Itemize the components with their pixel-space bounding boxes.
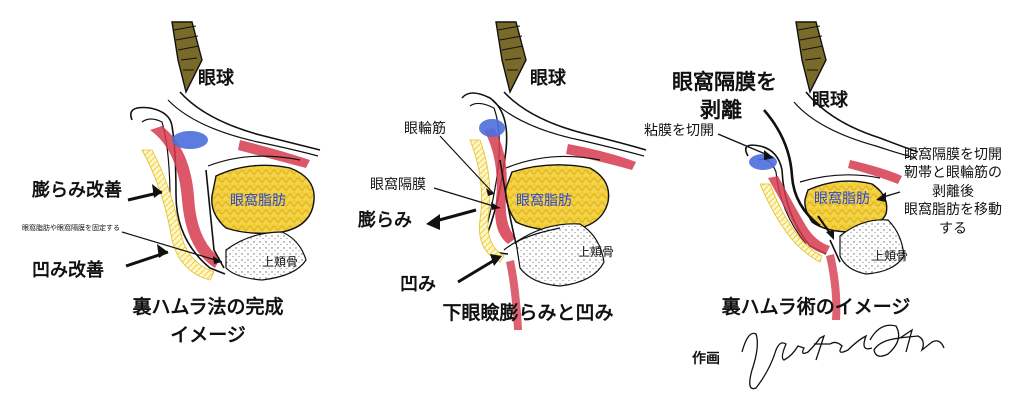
p2-caption: 下眼瞼膨らみと凹み [418, 300, 638, 328]
p2-orbicularis-label: 眼輪筋 [404, 121, 446, 137]
p1-hollow-improve-label: 凹み改善 [32, 260, 104, 281]
p3-bone-label: 上頬骨 [872, 249, 909, 263]
p1-fat-label: 眼窩脂肪 [230, 193, 286, 209]
p3-eyeball-label: 眼球 [812, 90, 848, 111]
p3-note-line-3: 剥離後 [932, 183, 974, 200]
p1-eyeball-label: 眼球 [198, 68, 234, 89]
p1-caption-line-1: 裏ハムラ法の完成 [132, 296, 284, 318]
p3-fat-label: 眼窩脂肪 [814, 191, 870, 207]
p1-caption-line-2: イメージ [170, 323, 246, 346]
p3-note-line-1: 眼窩隔膜を切開 [904, 147, 1002, 163]
artist-signature [741, 324, 945, 390]
p2-hollow-label: 凹み [400, 274, 436, 295]
panel-2-illustration [426, 21, 647, 330]
p3-septum-peel-label-2: 剥離 [700, 98, 742, 122]
p1-bone-label: 上頬骨 [262, 255, 299, 269]
panel-1-illustration [121, 21, 321, 281]
p3-septum-peel-label-1: 眼窩隔膜を [672, 70, 777, 94]
p2-septum-label: 眼窩隔膜 [370, 177, 426, 193]
p2-fat-label: 眼窩脂肪 [516, 193, 572, 209]
credit-label: 作画 [692, 351, 720, 367]
p2-eyeball-label: 眼球 [530, 68, 566, 89]
p3-mucosa-cut-label: 粘膜を切開 [644, 123, 714, 139]
p3-note-line-2: 靭帯と眼輪筋の [904, 165, 1002, 182]
p2-caption-line-1: 下眼瞼膨らみと凹み [442, 302, 614, 324]
p1-caption: 裏ハムラ法の完成 イメージ [118, 294, 298, 349]
panel-3-illustration [717, 21, 919, 320]
p2-bulge-label: 膨らみ [358, 210, 412, 231]
p3-note-line-4: 眼窩脂肪を移動 [904, 202, 1002, 219]
p3-caption: 裏ハムラ術のイメージ [706, 294, 926, 322]
p3-note-line-5: する [939, 220, 967, 237]
p2-bone-label: 上頬骨 [578, 245, 615, 259]
p3-procedure-note: 眼窩隔膜を切開 靭帯と眼輪筋の 剥離後 眼窩脂肪を移動 する [904, 146, 1002, 238]
p3-caption-line-1: 裏ハムラ術のイメージ [721, 296, 911, 318]
p1-fix-note-label: 眼窩脂肪や眼窩隔膜を固定する [22, 224, 120, 232]
p1-bulge-improve-label: 膨らみ改善 [32, 180, 122, 201]
